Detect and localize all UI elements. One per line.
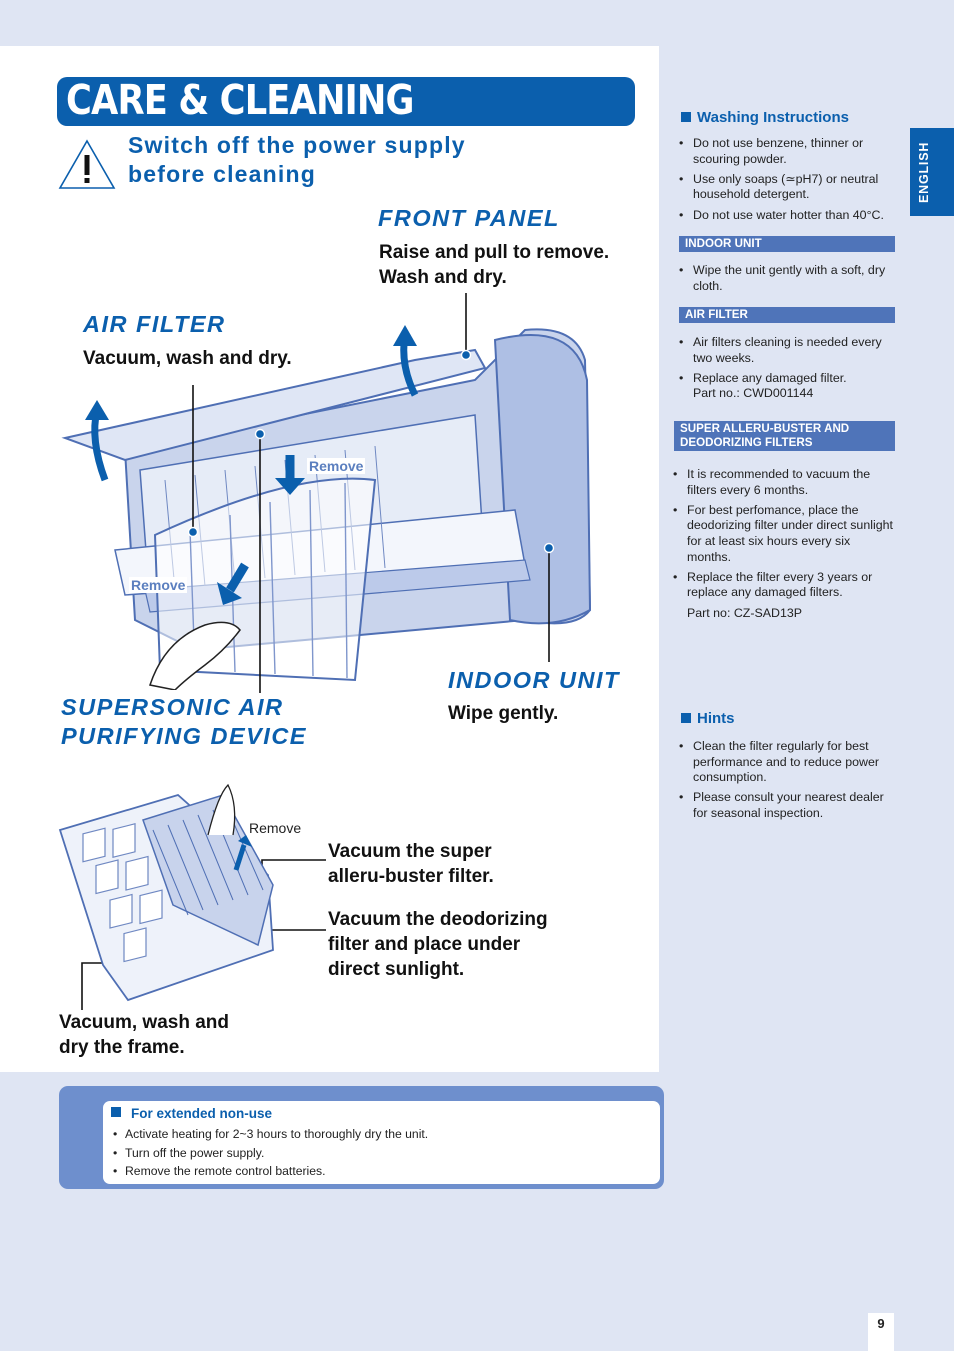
language-tab-label: ENGLISH	[917, 141, 931, 203]
list-item: Use only soaps (≃pH7) or neutral househo…	[679, 172, 897, 203]
air-filter-heading: AIR FILTER	[83, 311, 226, 337]
air-filter-bar: AIR FILTER	[679, 307, 895, 323]
filter-frame-illustration	[58, 783, 274, 1002]
supersonic-line-1: SUPERSONIC AIR	[61, 694, 284, 720]
page-title: CARE & CLEANING	[66, 76, 414, 124]
list-item: Clean the filter regularly for best perf…	[679, 739, 897, 786]
language-tab	[910, 128, 954, 216]
title-bar	[57, 77, 635, 126]
square-bullet-icon	[681, 112, 691, 122]
deodor-line-1: Vacuum the deodorizing	[328, 909, 548, 930]
front-panel-line-1: Raise and pull to remove.	[379, 242, 610, 263]
deodor-line-2: filter and place under	[328, 934, 521, 955]
warning-line-2: before cleaning	[128, 161, 316, 187]
air-filter-list: Air filters cleaning is needed every two…	[679, 335, 897, 407]
extended-non-use-heading: For extended non-use	[111, 1106, 272, 1121]
front-panel-heading: FRONT PANEL	[378, 205, 560, 231]
front-panel-instruction: Raise and pull to remove. Wash and dry.	[379, 240, 609, 290]
warning-text: Switch off the power supply before clean…	[128, 131, 466, 189]
air-conditioner-illustration	[61, 325, 592, 690]
list-item: Replace any damaged filter.	[679, 371, 897, 387]
warning-triangle-icon	[58, 139, 116, 189]
air-filter-instruction: Vacuum, wash and dry.	[83, 348, 292, 369]
alleru-line-1: Vacuum the super	[328, 841, 492, 862]
list-item: Air filters cleaning is needed every two…	[679, 335, 897, 366]
list-item: It is recommended to vacuum the filters …	[673, 467, 895, 498]
deodor-line-3: direct sunlight.	[328, 959, 465, 980]
super-bar-line-2: DEODORIZING FILTERS	[680, 436, 813, 449]
square-bullet-icon	[111, 1107, 121, 1117]
frame-line-1: Vacuum, wash and	[59, 1012, 229, 1033]
remove-label-front: Remove	[307, 458, 366, 474]
list-item: Activate heating for 2~3 hours to thorou…	[113, 1125, 428, 1144]
list-item: Part no: CZ-SAD13P	[687, 605, 803, 620]
extended-heading-text: For extended non-use	[131, 1106, 273, 1121]
supersonic-line-2: PURIFYING DEVICE	[61, 723, 307, 749]
remove-label-deodor: Remove	[249, 820, 302, 836]
list-item: Remove the remote control batteries.	[113, 1162, 428, 1181]
alleru-line-2: alleru-buster filter.	[328, 866, 494, 887]
supersonic-heading: SUPERSONIC AIR PURIFYING DEVICE	[61, 693, 307, 751]
frame-instruction: Vacuum, wash and dry the frame.	[59, 1010, 229, 1060]
super-bar-line-1: SUPER ALLERU-BUSTER AND	[680, 422, 850, 435]
hints-list: Clean the filter regularly for best perf…	[679, 739, 897, 826]
deodor-instruction: Vacuum the deodorizing filter and place …	[328, 907, 548, 982]
square-bullet-icon	[681, 713, 691, 723]
indoor-unit-bar: INDOOR UNIT	[679, 236, 895, 252]
list-item: Wipe the unit gently with a soft, dry cl…	[679, 263, 897, 294]
washing-list: Do not use benzene, thinner or scouring …	[679, 136, 897, 228]
list-item: For best perfomance, place the deodorizi…	[673, 503, 895, 565]
hints-heading-text: Hints	[697, 710, 735, 727]
indoor-unit-list: Wipe the unit gently with a soft, dry cl…	[679, 263, 897, 299]
extended-non-use-list: Activate heating for 2~3 hours to thorou…	[113, 1125, 428, 1181]
super-filters-list: It is recommended to vacuum the filters …	[673, 467, 895, 626]
super-filters-bar: SUPER ALLERU-BUSTER AND DEODORIZING FILT…	[674, 421, 895, 451]
list-item: Turn off the power supply.	[113, 1144, 428, 1163]
washing-instructions-heading: Washing Instructions	[681, 109, 849, 126]
list-item: Do not use water hotter than 40°C.	[679, 208, 897, 224]
page-number: 9	[868, 1313, 894, 1351]
hints-heading: Hints	[681, 710, 735, 727]
list-item: Replace the filter every 3 years or repl…	[673, 570, 895, 601]
washing-heading-text: Washing Instructions	[697, 109, 849, 126]
front-panel-line-2: Wash and dry.	[379, 267, 507, 288]
indoor-unit-heading: INDOOR UNIT	[448, 667, 620, 693]
list-item: Please consult your nearest dealer for s…	[679, 790, 897, 821]
remove-label-filter: Remove	[129, 577, 188, 593]
list-item: Do not use benzene, thinner or scouring …	[679, 136, 897, 167]
alleru-instruction: Vacuum the super alleru-buster filter.	[328, 839, 494, 889]
indoor-unit-instruction: Wipe gently.	[448, 703, 559, 724]
list-item: Part no.: CWD001144	[693, 386, 814, 401]
frame-line-2: dry the frame.	[59, 1037, 185, 1058]
warning-line-1: Switch off the power supply	[128, 132, 466, 158]
